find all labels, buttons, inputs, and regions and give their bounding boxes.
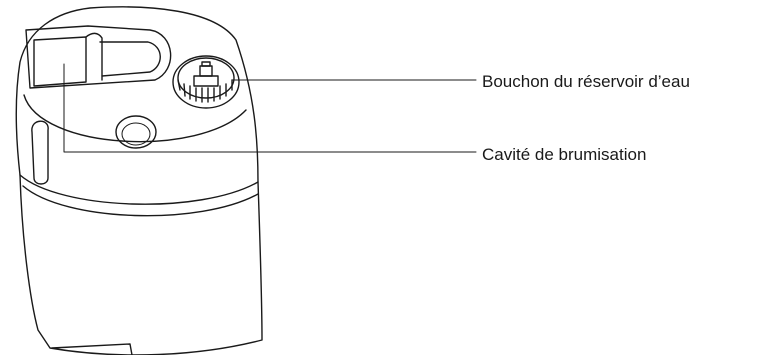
top-deck (24, 95, 246, 142)
misting-cavity-label: Cavité de brumisation (482, 146, 646, 163)
body-seam (20, 175, 258, 204)
leader-line-cavity (64, 64, 476, 152)
water-tank-cap-icon (173, 56, 239, 108)
body-outline (16, 7, 262, 355)
side-slot (32, 121, 48, 184)
water-tank-cap-label: Bouchon du réservoir d’eau (482, 73, 690, 90)
misting-cavity (26, 26, 171, 88)
body-seam-inner (23, 186, 258, 216)
